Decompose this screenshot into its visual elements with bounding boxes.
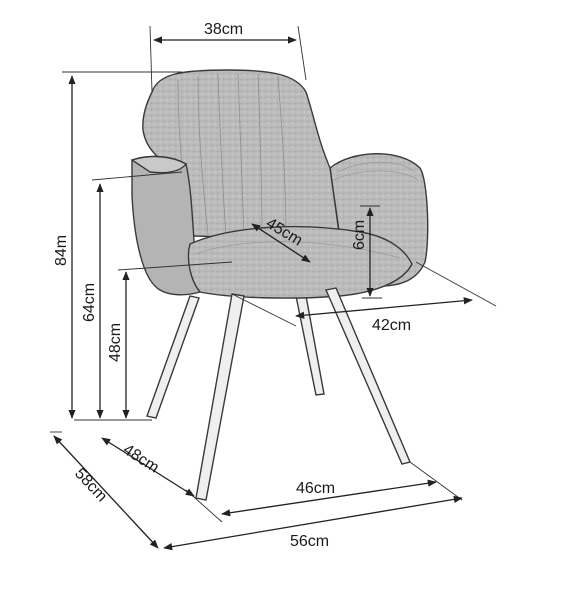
label-total-height: 84m bbox=[53, 235, 70, 266]
label-total-width: 56cm bbox=[290, 533, 329, 550]
front-left-leg bbox=[195, 293, 245, 501]
label-seat-height: 48cm bbox=[107, 323, 124, 362]
left-arm-top bbox=[130, 155, 188, 174]
label-leg-width: 46cm bbox=[296, 480, 335, 497]
label-total-depth: 58cm bbox=[71, 465, 110, 505]
back-left-leg bbox=[146, 295, 200, 419]
dimension-lines bbox=[53, 36, 473, 551]
dim-total-depth bbox=[53, 435, 159, 549]
label-back-width: 38cm bbox=[204, 21, 243, 38]
dim-total-width bbox=[163, 495, 463, 551]
label-seat-width: 42cm bbox=[372, 317, 411, 334]
label-leg-depth: 48cm bbox=[120, 441, 162, 477]
chair-illustration bbox=[130, 69, 429, 501]
dim-seat-depth bbox=[251, 223, 311, 263]
dim-seat-width bbox=[295, 297, 473, 319]
label-armrest-height: 64cm bbox=[81, 283, 98, 322]
front-right-leg bbox=[325, 287, 411, 465]
back-right-leg bbox=[295, 295, 325, 396]
backrest bbox=[142, 69, 341, 241]
label-arm-thickness: 6cm bbox=[351, 220, 368, 250]
extension-lines bbox=[50, 25, 497, 523]
